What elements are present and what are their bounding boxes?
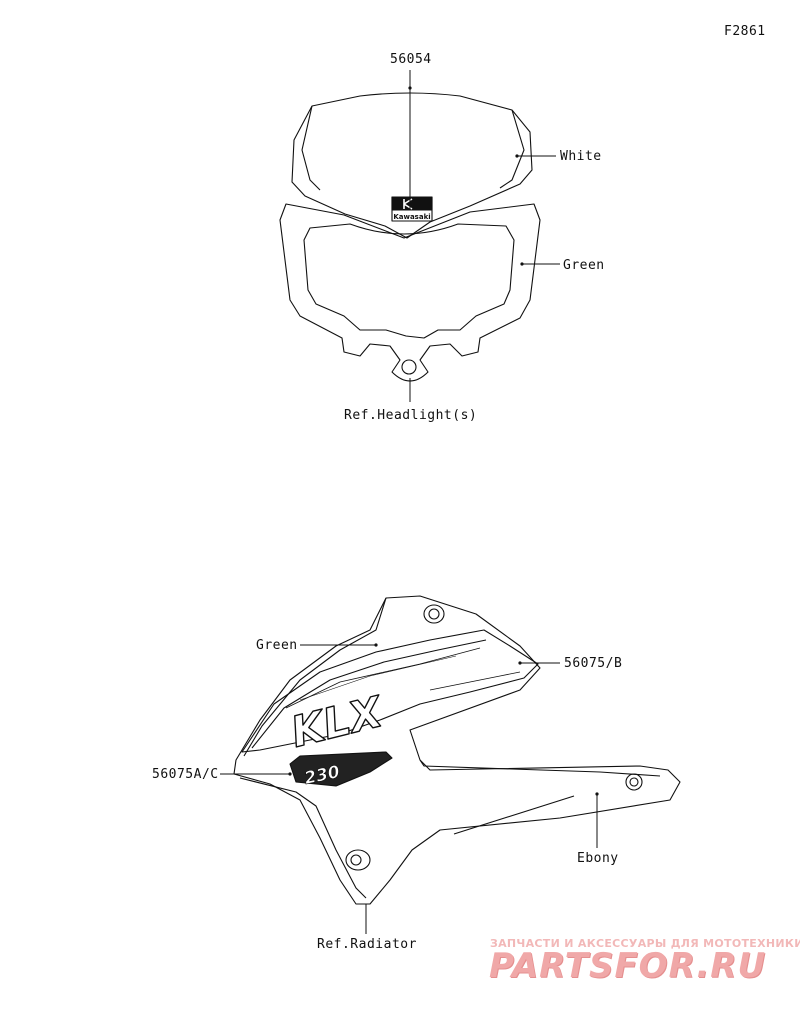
color-label-green-top: Green bbox=[563, 258, 605, 273]
logo-text: Kawasaki bbox=[393, 213, 430, 221]
part-number-56075ac: 56075A/C bbox=[152, 767, 219, 782]
reference-radiator: Ref.Radiator bbox=[317, 937, 417, 952]
watermark-tagline: ЗАПЧАСТИ И АКСЕССУАРЫ ДЛЯ МОТОТЕХНИКИ bbox=[490, 937, 800, 950]
kawasaki-logo: Kawasaki bbox=[391, 196, 433, 222]
radiator-shroud-outline bbox=[233, 595, 681, 905]
leader-lines-top bbox=[409, 70, 560, 402]
watermark-site: PARTSFOR.RU bbox=[489, 946, 767, 986]
part-number-56054: 56054 bbox=[390, 52, 432, 67]
headlight-frame-lower bbox=[279, 203, 541, 382]
figure-code: F2861 bbox=[724, 24, 766, 39]
color-label-ebony: Ebony bbox=[577, 851, 619, 866]
leader-lines-bottom bbox=[220, 644, 598, 934]
headlight-cover-upper bbox=[291, 92, 533, 239]
bolt-holes bbox=[345, 604, 643, 871]
color-label-green-bottom: Green bbox=[256, 638, 298, 653]
color-label-white: White bbox=[560, 149, 602, 164]
230-decal: 230 bbox=[289, 751, 393, 789]
part-number-56075b: 56075/B bbox=[564, 656, 623, 671]
reference-headlight: Ref.Headlight(s) bbox=[344, 408, 478, 423]
